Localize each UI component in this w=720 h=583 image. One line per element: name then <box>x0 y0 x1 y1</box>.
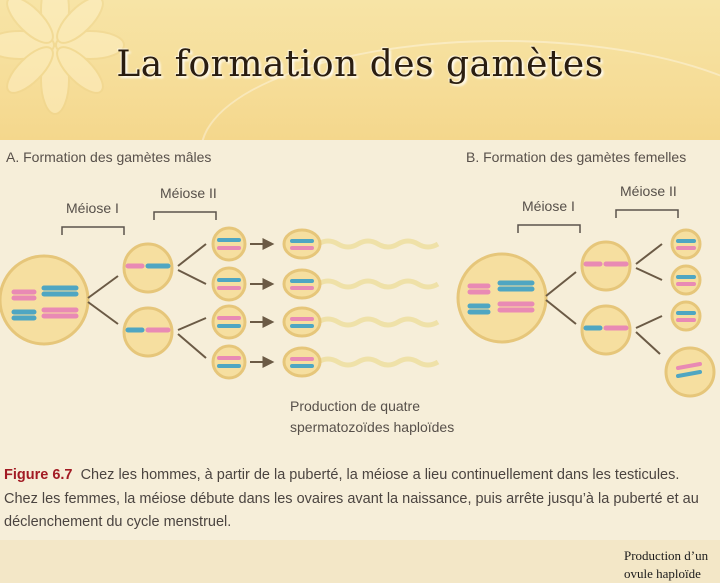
male-sperm-3 <box>282 306 440 338</box>
male-arrow-2b <box>177 269 207 285</box>
female-meiosis-2-bracket <box>615 209 679 218</box>
male-meiosis-1-cell-bottom <box>122 306 174 358</box>
male-section-title: A. Formation des gamètes mâles <box>6 149 211 165</box>
meiosis-diagram: A. Formation des gamètes mâles B. Format… <box>0 149 716 435</box>
female-polar-body-2 <box>670 264 702 296</box>
female-parent-cell <box>456 252 548 344</box>
male-arrow-1a <box>87 275 119 299</box>
female-polar-body-3 <box>670 300 702 332</box>
female-ovum <box>664 346 716 398</box>
male-spermatid-1 <box>211 226 247 262</box>
female-meiosis-2-label: Méiose II <box>620 183 677 199</box>
flower-decoration-icon <box>0 0 125 115</box>
caption-line-1: Figure 6.7 Chez les hommes, à partir de … <box>4 467 679 483</box>
female-product-note: Production d’un ovule haploïde <box>624 548 709 581</box>
male-arrow-2c <box>177 317 207 331</box>
caption-line-3: déclenchement du cycle menstruel. <box>4 514 232 530</box>
female-polar-body-1 <box>670 228 702 260</box>
female-arrow-2a <box>635 243 663 265</box>
page-title: La formation des gamètes <box>116 44 604 85</box>
female-arrow-1a <box>545 271 577 297</box>
female-arrow-2c <box>635 315 663 329</box>
slide-header: La formation des gamètes <box>0 0 720 140</box>
female-arrow-1b <box>545 299 577 325</box>
male-product-line-2: spermatozoïdes haploïdes <box>290 419 454 435</box>
female-meiosis-1-bracket <box>517 224 581 233</box>
male-meiosis-2-bracket <box>153 211 217 220</box>
figure-label: Figure 6.7 <box>4 467 73 483</box>
male-meiosis-1-bracket <box>61 226 125 235</box>
caption-line-1-text: Chez les hommes, à partir de la puberté,… <box>80 467 680 483</box>
male-spermatid-3 <box>211 304 247 340</box>
female-meiosis-1-cell-top <box>580 240 632 292</box>
male-product-line-1: Production de quatre <box>290 398 420 414</box>
female-section-title: B. Formation des gamètes femelles <box>466 149 686 165</box>
male-parent-cell <box>0 254 90 346</box>
male-sperm-4 <box>282 346 440 378</box>
female-arrow-2d <box>635 331 661 355</box>
male-arrow-1b <box>87 301 119 325</box>
male-sperm-1 <box>282 228 440 260</box>
male-meiosis-1-cell-top <box>122 242 174 294</box>
caption-line-2: Chez les femmes, la méiose débute dans l… <box>4 491 699 507</box>
figure-panel: A. Formation des gamètes mâles B. Format… <box>0 140 720 581</box>
male-meiosis-2-label: Méiose II <box>160 185 217 201</box>
male-sperm-2 <box>282 268 440 300</box>
male-spermatid-2 <box>211 266 247 302</box>
female-arrow-2b <box>635 267 663 281</box>
female-meiosis-1-label: Méiose I <box>522 198 575 214</box>
male-arrow-2a <box>177 243 207 267</box>
male-spermatid-4 <box>211 344 247 380</box>
female-meiosis-1-cell-bottom <box>580 304 632 356</box>
male-meiosis-1-label: Méiose I <box>66 200 119 216</box>
male-arrow-2d <box>177 333 207 359</box>
